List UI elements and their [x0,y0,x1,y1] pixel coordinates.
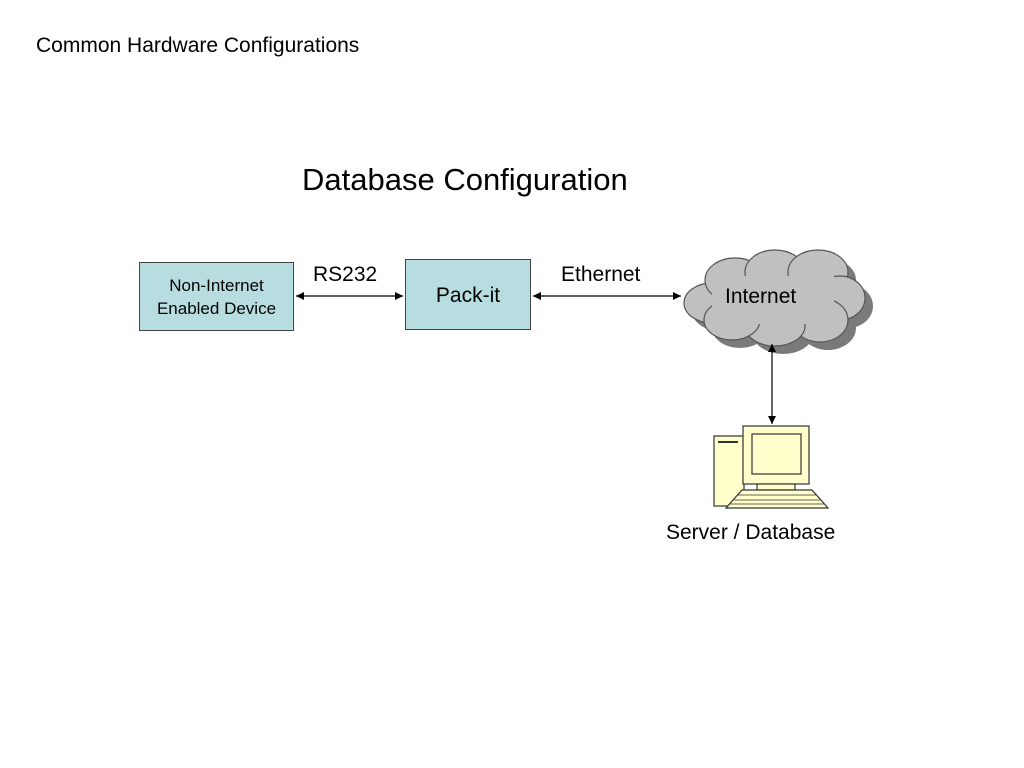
slide-header: Common Hardware Configurations [36,34,360,57]
device-label: Non-Internet Enabled Device [156,275,277,318]
ethernet-label: Ethernet [561,263,641,286]
internet-label: Internet [725,285,797,308]
packit-label: Pack-it [435,284,501,307]
computer-icon [713,425,830,509]
internet-cloud-icon [683,249,873,354]
packit-node: Pack-it [405,259,531,330]
device-node: Non-Internet Enabled Device [139,262,294,331]
server-label: Server / Database [666,521,836,544]
diagram-title: Database Configuration [302,162,628,197]
rs232-label: RS232 [313,263,378,286]
